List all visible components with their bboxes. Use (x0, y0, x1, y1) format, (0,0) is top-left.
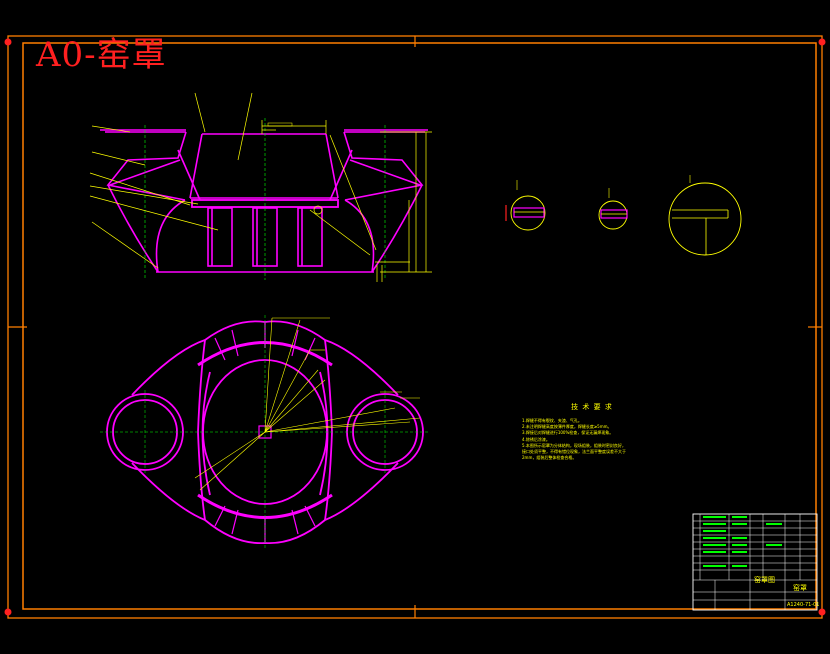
title-block-drawing-name: 窑罩图 (754, 576, 775, 584)
technical-note-line: 5.本图所示窑罩为分体结构，现场组装，组装时密封良好， (522, 442, 626, 448)
technical-note-line: 2.未注明焊缝高度按薄件厚度，焊缝长度≥5mm。 (522, 424, 612, 430)
detail-view-3 (668, 175, 742, 256)
title-block (692, 513, 818, 611)
technical-note-line: 4.除锈后涂漆。 (522, 436, 550, 442)
sheet-frame (4, 35, 826, 619)
title-block-drawing-number: A1240-71-01 (787, 602, 820, 608)
detail-view-2 (598, 188, 628, 230)
corner-marks (4, 38, 826, 616)
front-view (89, 92, 432, 282)
technical-notes: 技 术 要 求 1.焊缝不得有裂纹、夹渣、气孔。 2.未注明焊缝高度按薄件厚度，… (522, 402, 692, 461)
detail-view-1 (505, 180, 546, 231)
drawing-title: A0-窑罩 (36, 35, 167, 75)
technical-note-line: 3.焊接后对焊缝进行100%检查，保证无漏焊现象。 (522, 430, 614, 436)
technical-note-line: 接口处须平整，不得有错位现象，法兰面平整度误差不大于 (522, 449, 626, 455)
title-block-part-name: 窑罩 (793, 584, 807, 592)
technical-note-line: 2mm，组装后整体检查合格。 (522, 455, 577, 461)
technical-note-line: 1.焊缝不得有裂纹、夹渣、气孔。 (522, 418, 582, 423)
technical-notes-heading: 技 术 要 求 (571, 403, 613, 411)
plan-view (100, 315, 430, 548)
